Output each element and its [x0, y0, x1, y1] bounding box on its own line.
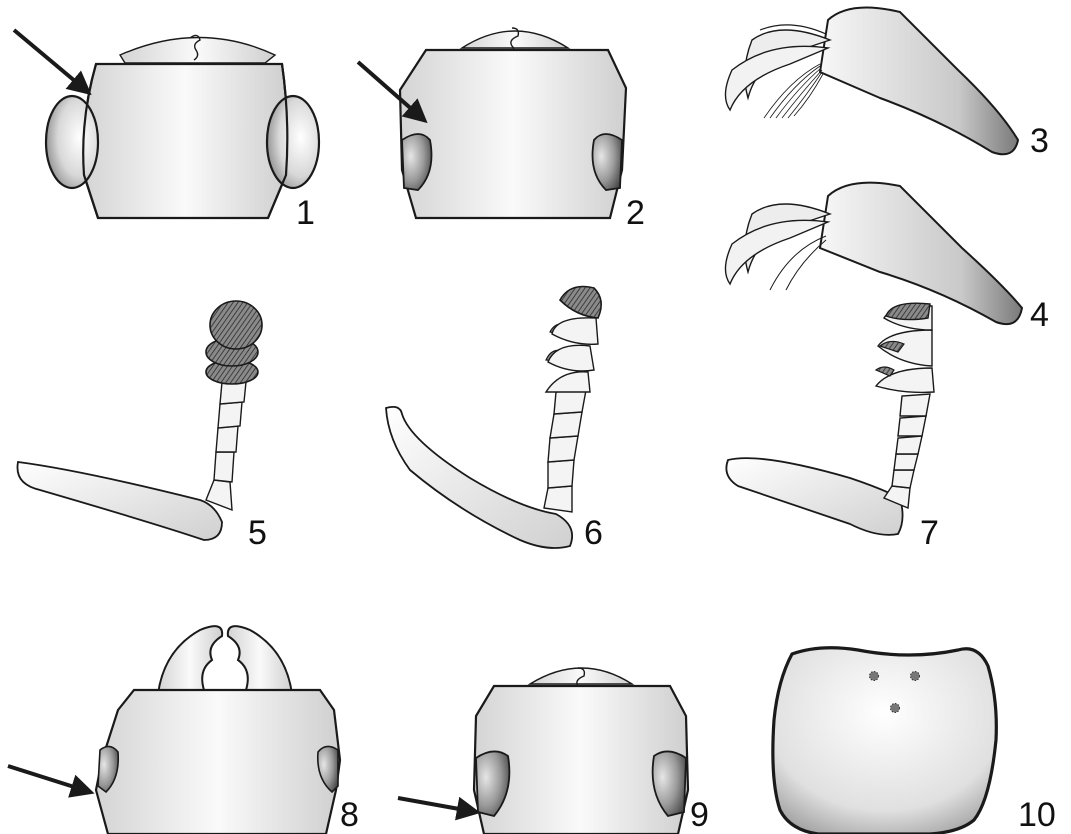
figure-number: 2	[626, 194, 645, 232]
figure-10-pronotum: 10	[773, 648, 1056, 834]
pointer-arrow-icon	[14, 30, 88, 92]
figure-number: 7	[920, 514, 939, 552]
pointer-arrow-icon	[398, 798, 476, 812]
figure-number: 1	[296, 194, 315, 232]
figure-number: 10	[1018, 796, 1056, 834]
setal-pore-dot	[891, 704, 900, 713]
figure-number: 5	[248, 514, 267, 552]
setal-pore-dot	[911, 672, 920, 681]
club-segment	[210, 301, 262, 349]
figure-number: 3	[1030, 122, 1049, 160]
figure-3-tarsal-claw: 3	[725, 8, 1048, 161]
figure-4-tarsal-claw: 4	[725, 183, 1048, 334]
setal-pore-dot	[870, 672, 879, 681]
figure-9-head: 9	[398, 668, 709, 834]
figure-number: 6	[584, 514, 603, 552]
figure-2-head: 2	[358, 28, 645, 232]
figure-6-antenna: 6	[386, 287, 603, 553]
figure-5-antenna: 5	[17, 301, 266, 552]
club-segment	[886, 303, 930, 319]
figure-7-antenna: 7	[726, 303, 939, 552]
compound-eye-left	[46, 96, 98, 188]
pointer-arrow-icon	[8, 766, 90, 792]
figure-number: 4	[1030, 296, 1049, 334]
figure-8-head: 8	[8, 626, 359, 834]
compound-eye-right	[267, 96, 319, 188]
figure-1-head: 1	[14, 30, 319, 232]
club-segment	[560, 287, 601, 319]
setae-tuft	[764, 64, 823, 118]
figure-number: 8	[340, 796, 359, 834]
figure-number: 9	[690, 796, 709, 834]
